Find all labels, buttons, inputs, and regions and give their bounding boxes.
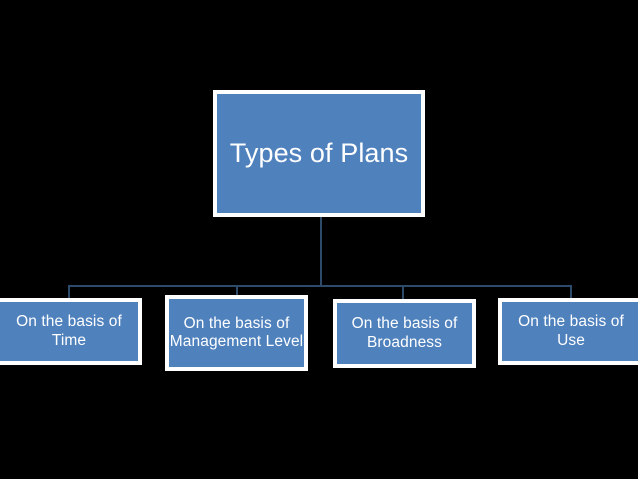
node-child-use[interactable]: On the basis of Use	[498, 298, 638, 365]
node-child-management-level[interactable]: On the basis of Management Level	[165, 295, 308, 371]
node-child-broadness[interactable]: On the basis of Broadness	[333, 299, 476, 368]
connector-drop-child-2	[236, 285, 238, 296]
connector-horizontal-bar	[68, 285, 572, 287]
connector-drop-child-1	[68, 285, 70, 299]
connector-drop-child-3	[402, 285, 404, 300]
connector-drop-child-4	[570, 285, 572, 299]
node-root-types-of-plans[interactable]: Types of Plans	[213, 90, 425, 217]
node-child-time[interactable]: On the basis of Time	[0, 298, 142, 365]
connector-trunk-vertical	[320, 217, 322, 286]
